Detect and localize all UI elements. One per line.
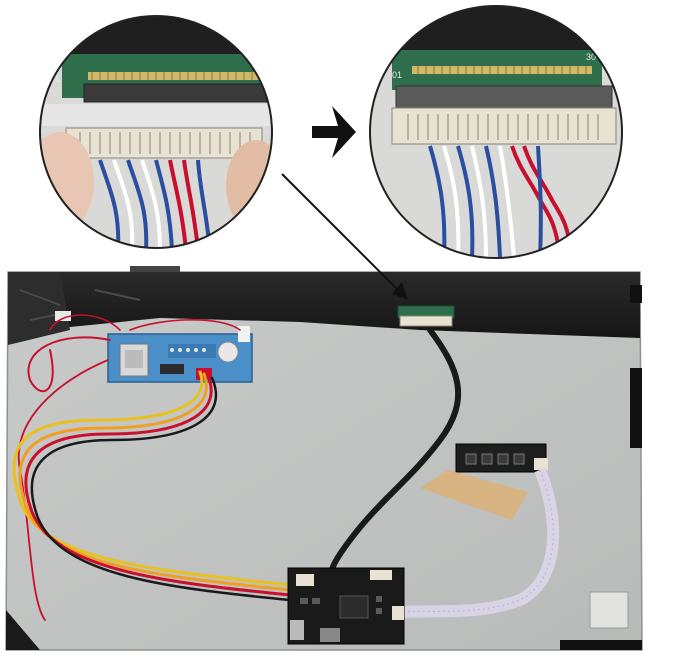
connector-left-marking: 01 (50, 74, 60, 84)
connector-right-marking-left: 01 (392, 70, 402, 80)
button-board (455, 443, 548, 473)
driver-board (287, 567, 405, 645)
zoom-circle-unplugged: 01 (39, 15, 273, 249)
zoom-circle-plugged: 01 30 (369, 5, 623, 259)
kapton-tape (420, 470, 528, 520)
lvds-cable (328, 327, 462, 578)
pointer-arrow-icon (281, 173, 408, 300)
panel-lvds-connector (397, 305, 455, 327)
connector-right-marking-right: 30 (586, 52, 596, 62)
inverter-board (107, 326, 253, 383)
ribbon-cable (399, 467, 560, 618)
backlight-wires (12, 314, 292, 621)
right-arrow-icon (312, 106, 356, 158)
